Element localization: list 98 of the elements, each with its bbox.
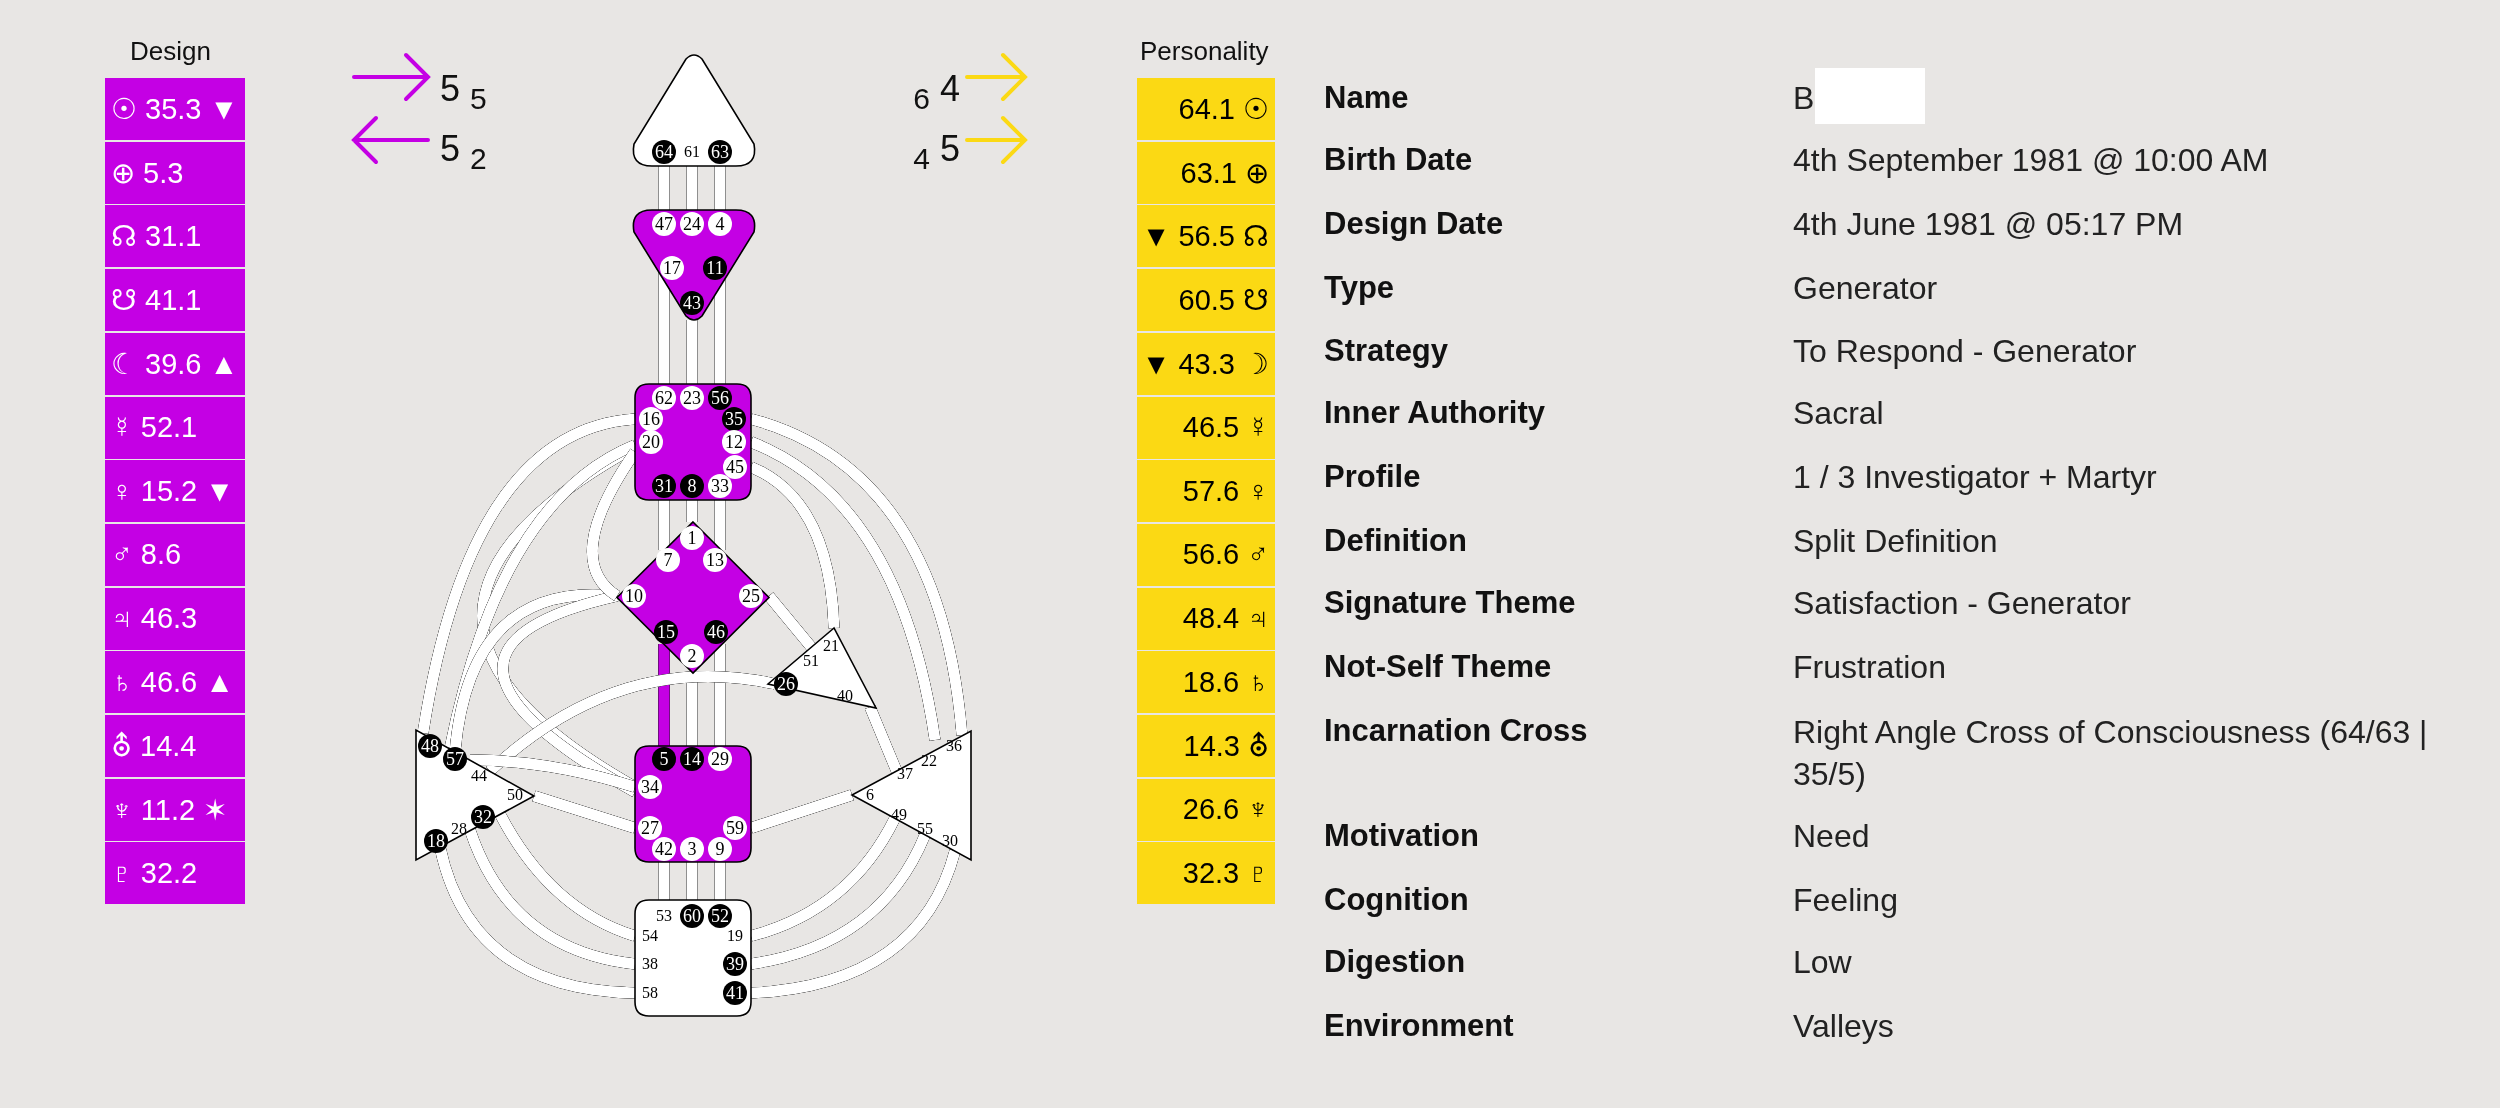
gate-number: 54 [641, 926, 659, 946]
gate-number: 30 [941, 831, 959, 851]
field-value: Feeling [1793, 882, 1898, 919]
variable-value: 5 $_{5}$ [440, 68, 487, 117]
field-value: Frustration [1793, 649, 1946, 686]
gate-number: 19 [726, 926, 744, 946]
gate-number: 55 [916, 819, 934, 839]
channel [714, 644, 726, 746]
field-label: Type [1324, 270, 1395, 306]
activation-cell: 57.6 ♀ [1137, 460, 1275, 523]
gate-number: 40 [836, 686, 854, 706]
field-label: Inner Authority [1324, 395, 1545, 431]
gate-number: 36 [945, 736, 963, 756]
channel [764, 592, 817, 652]
activation-cell: 18.6 ♄ [1137, 651, 1275, 714]
column-heading: Personality [1140, 36, 1269, 67]
field-value: 4th September 1981 @ 10:00 AM [1793, 142, 2269, 179]
activation-cell: ♃ 46.3 [105, 587, 245, 650]
activation-cell: ☉ 35.3 ▼ [105, 78, 245, 140]
field-value: 1 / 3 Investigator + Martyr [1793, 459, 2157, 496]
channel [658, 862, 670, 900]
gate-number: 58 [641, 983, 659, 1003]
variable-value: 5 $_{2}$ [440, 128, 487, 177]
activation-cell: ♀ 15.2 ▼ [105, 460, 245, 523]
field-label: Digestion [1324, 944, 1466, 980]
channel [486, 671, 776, 776]
gate-number: 50 [506, 785, 524, 805]
channel [658, 644, 670, 746]
field-label: Design Date [1324, 206, 1504, 242]
activation-cell: ☾ 39.6 ▲ [105, 332, 245, 395]
gate-number: 53 [655, 906, 673, 926]
gate-number: 61 [683, 142, 701, 162]
field-value: Low [1793, 944, 1852, 981]
variable-value: $_{4}$ 5 [913, 128, 960, 177]
activation-cell: ♇ 32.2 [105, 842, 245, 905]
field-label: Strategy [1324, 333, 1449, 369]
channel [686, 500, 698, 522]
field-label: Motivation [1324, 818, 1479, 854]
gate-number: 21 [822, 636, 840, 656]
field-value: Valleys [1793, 1008, 1894, 1045]
field-value: 4th June 1981 @ 05:17 PM [1793, 206, 2184, 243]
variable-value: $_{6}$ 4 [913, 68, 960, 117]
gate-number: 37 [896, 764, 914, 784]
gate-number: 6 [865, 785, 875, 805]
field-label: Incarnation Cross [1324, 713, 1588, 749]
channel [417, 413, 636, 734]
activation-cell: ♂ 8.6 [105, 523, 245, 586]
activation-cell: 32.3 ♇ [1137, 842, 1275, 905]
column-heading: Design [130, 36, 211, 67]
field-value: To Respond - Generator [1793, 333, 2137, 370]
field-value: B [1793, 80, 1815, 117]
gate-number: 28 [450, 819, 468, 839]
gate-number: 22 [920, 751, 938, 771]
field-value: Satisfaction - Generator [1793, 585, 2131, 622]
channel [464, 828, 636, 970]
activation-cell: ♄ 46.6 ▲ [105, 651, 245, 714]
gate-number: 51 [802, 651, 820, 671]
channel [714, 862, 726, 900]
activation-cell: 56.6 ♂ [1137, 523, 1275, 586]
field-label: Profile [1324, 459, 1421, 495]
activation-cell: ▼ 56.5 ☊ [1137, 205, 1275, 268]
field-value: Right Angle Cross of Consciousness (64/63 | 35/5) [1793, 713, 2429, 794]
activation-cell: ♆ 11.2 ✶ [105, 778, 245, 841]
channel [686, 862, 698, 900]
channel [714, 500, 726, 550]
activation-cell: ⛢ 14.4 [105, 715, 245, 777]
activation-cell: ▼ 43.3 ☽ [1137, 332, 1275, 395]
field-value: Generator [1793, 270, 1938, 307]
channel [686, 166, 698, 210]
activation-cell: ☋ 41.1 [105, 269, 245, 332]
gate-number: 10 [622, 584, 646, 608]
field-label: Name [1324, 80, 1409, 116]
activation-cell: 64.1 ☉ [1137, 78, 1275, 140]
field-label: Definition [1324, 523, 1467, 559]
field-label: Environment [1324, 1008, 1514, 1044]
activation-cell: 14.3 ⛢ [1137, 715, 1275, 777]
gate-number: 26 [774, 672, 798, 696]
activation-cell: ⊕ 5.3 [105, 141, 245, 204]
gate-number: 49 [890, 805, 908, 825]
activation-cell: ☊ 31.1 [105, 205, 245, 268]
gate-number: 38 [641, 954, 659, 974]
activation-cell: ☿ 52.1 [105, 396, 245, 459]
field-label: Not-Self Theme [1324, 649, 1552, 685]
field-label: Signature Theme [1324, 585, 1576, 621]
field-value: Split Definition [1793, 523, 1998, 560]
field-value: Sacral [1793, 395, 1884, 432]
channel [658, 500, 670, 550]
field-value: Need [1793, 818, 1870, 855]
gate-number: 1 [680, 526, 704, 550]
channel [686, 320, 698, 384]
activation-cell: 26.6 ♆ [1137, 778, 1275, 841]
field-label: Birth Date [1324, 142, 1473, 178]
activation-cell: 46.5 ☿ [1137, 396, 1275, 459]
activation-cell: 63.1 ⊕ [1137, 141, 1275, 204]
activation-cell: 60.5 ☋ [1137, 269, 1275, 332]
field-label: Cognition [1324, 882, 1469, 918]
activation-cell: 48.4 ♃ [1137, 587, 1275, 650]
gate-number: 44 [470, 766, 488, 786]
